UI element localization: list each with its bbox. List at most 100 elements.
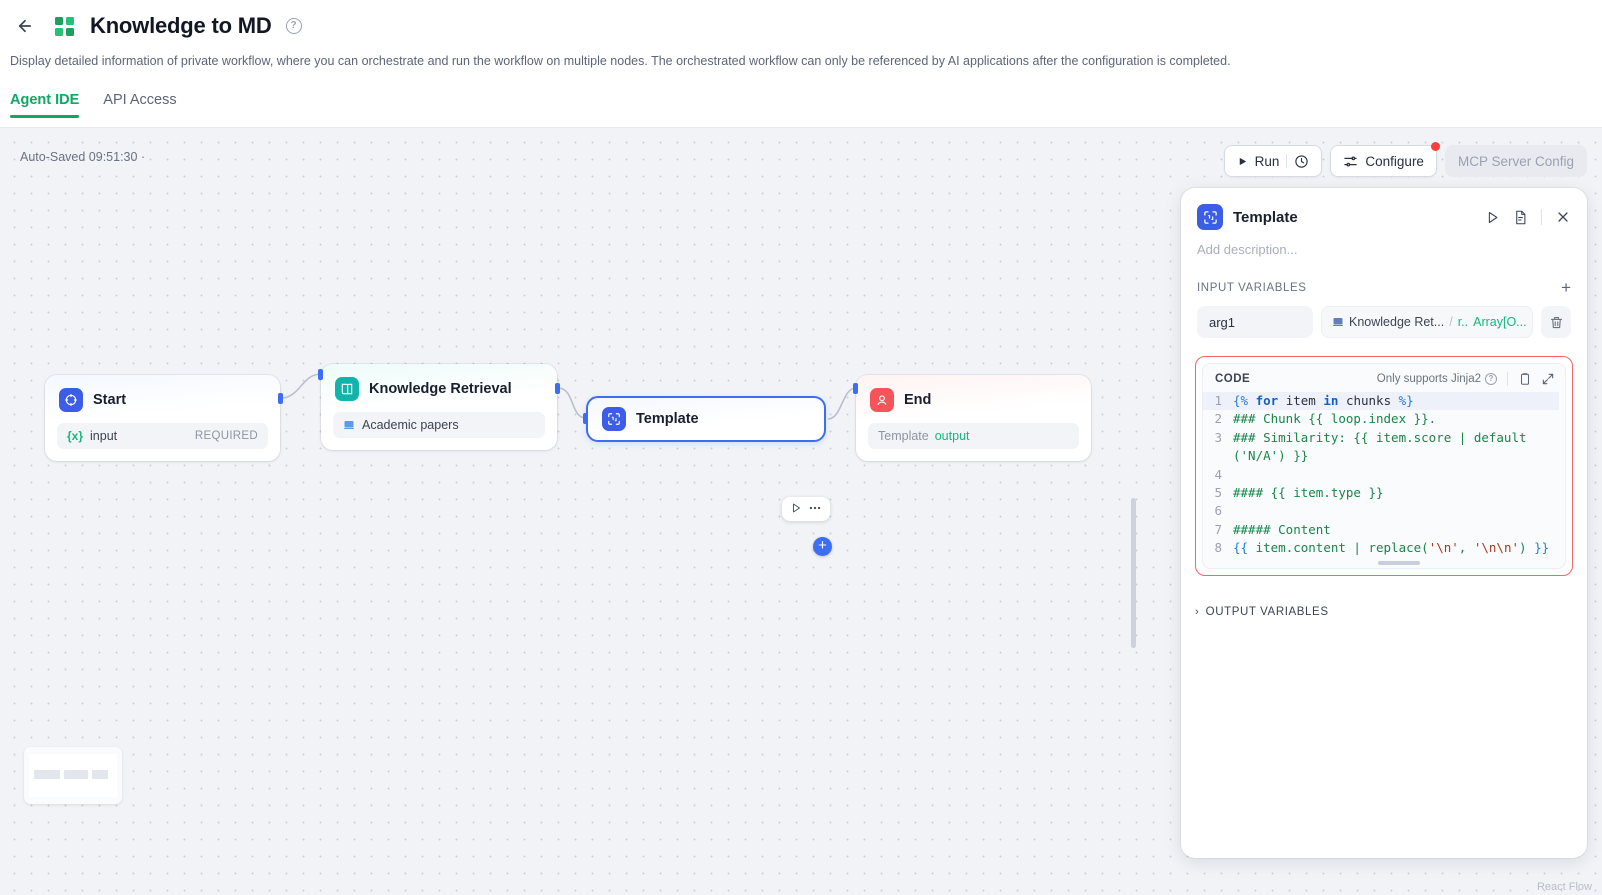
input-variables-label: INPUT VARIABLES bbox=[1197, 281, 1307, 294]
copy-icon[interactable] bbox=[1518, 372, 1532, 386]
input-variable-row: arg1 Knowledge Ret... / r.. Array[O... bbox=[1181, 296, 1587, 338]
field-label: Academic papers bbox=[362, 418, 459, 432]
book-icon bbox=[1332, 316, 1344, 328]
port-end-input[interactable] bbox=[853, 383, 858, 394]
node-header: Template bbox=[588, 398, 824, 440]
configure-button[interactable]: Configure bbox=[1330, 142, 1440, 177]
minimap-node bbox=[34, 770, 60, 779]
code-editor-header: CODE Only supports Jinja2 ? bbox=[1203, 364, 1565, 392]
run-history-clock-icon[interactable] bbox=[1294, 154, 1309, 169]
required-badge: REQUIRED bbox=[194, 430, 258, 442]
header-divider bbox=[0, 127, 1602, 128]
line-text: ##### Content bbox=[1233, 521, 1331, 537]
tab-api-access[interactable]: API Access bbox=[103, 92, 177, 108]
code-line: 7 ##### Content bbox=[1203, 521, 1559, 539]
template-code-icon bbox=[602, 407, 626, 431]
port-start-output[interactable] bbox=[278, 393, 283, 404]
expand-diagonal-icon[interactable] bbox=[1541, 372, 1555, 386]
react-flow-watermark: React Flow bbox=[1536, 881, 1592, 893]
run-button[interactable]: Run bbox=[1223, 145, 1323, 177]
input-variable-name-field[interactable]: arg1 bbox=[1197, 306, 1313, 338]
divider bbox=[1541, 209, 1542, 225]
code-editor-body[interactable]: 1 {% for item in chunks %} 2 ### Chunk {… bbox=[1203, 392, 1565, 568]
line-number bbox=[1203, 447, 1233, 465]
field-label: input bbox=[90, 429, 118, 443]
code-editor[interactable]: CODE Only supports Jinja2 ? 1 bbox=[1202, 363, 1566, 569]
document-icon[interactable] bbox=[1513, 210, 1528, 225]
close-x-icon[interactable] bbox=[1555, 209, 1571, 225]
line-text: ('N/A') }} bbox=[1233, 448, 1309, 464]
play-icon bbox=[1237, 156, 1248, 167]
line-text: ### Chunk {{ loop.index }}. bbox=[1233, 411, 1437, 427]
question-circle-icon[interactable]: ? bbox=[285, 18, 302, 34]
node-field-output[interactable]: Template output bbox=[868, 423, 1079, 449]
code-line: 5 #### {{ item.type }} bbox=[1203, 484, 1559, 502]
template-code-icon bbox=[1197, 204, 1223, 230]
app-grid-logo bbox=[52, 13, 78, 39]
panel-header: Template bbox=[1181, 188, 1587, 230]
variable-source: Knowledge Ret... bbox=[1349, 315, 1445, 329]
input-variables-header: INPUT VARIABLES + bbox=[1181, 257, 1587, 296]
code-note: Only supports Jinja2 ? bbox=[1377, 373, 1497, 385]
line-number: 1 bbox=[1214, 393, 1222, 408]
code-label: CODE bbox=[1215, 373, 1251, 385]
node-header: Start bbox=[45, 375, 280, 423]
panel-title: Template bbox=[1233, 208, 1298, 226]
canvas-minimap[interactable] bbox=[24, 747, 122, 804]
code-line: 6 bbox=[1203, 502, 1559, 520]
play-outline-icon[interactable] bbox=[790, 502, 802, 516]
page-description: Display detailed information of private … bbox=[10, 54, 1231, 68]
node-title: Template bbox=[636, 411, 699, 427]
node-title: Start bbox=[93, 392, 127, 408]
line-text: ### Similarity: {{ item.score | default bbox=[1233, 429, 1527, 445]
port-knowledge-input[interactable] bbox=[318, 369, 323, 380]
more-dots-icon[interactable] bbox=[808, 501, 822, 517]
node-body: {x} input REQUIRED bbox=[45, 423, 280, 461]
trash-icon[interactable] bbox=[1541, 306, 1571, 338]
node-title: End bbox=[904, 392, 932, 408]
canvas-vertical-scrollbar[interactable] bbox=[1131, 498, 1136, 648]
port-template-input[interactable] bbox=[583, 413, 588, 424]
main-tabs: Agent IDE API Access bbox=[0, 70, 1602, 118]
variable-name: arg1 bbox=[1209, 314, 1236, 330]
book-small-icon bbox=[343, 419, 355, 431]
code-line: 8 {{ item.content | replace('\n', '\n\n'… bbox=[1203, 539, 1559, 557]
mcp-label: MCP Server Config bbox=[1457, 153, 1574, 169]
output-variables-header[interactable]: › OUTPUT VARIABLES bbox=[1181, 576, 1587, 618]
divider bbox=[1507, 372, 1508, 386]
workflow-node-knowledge-retrieval[interactable]: Knowledge Retrieval Academic papers bbox=[321, 364, 557, 450]
header-title-row: Knowledge to MD ? bbox=[0, 0, 1602, 42]
back-button[interactable] bbox=[10, 11, 40, 41]
tab-agent-ide[interactable]: Agent IDE bbox=[10, 92, 80, 118]
panel-description-input[interactable]: Add description... bbox=[1197, 242, 1298, 257]
add-next-node-button[interactable]: + bbox=[813, 537, 832, 556]
variable-x-icon: {x} bbox=[67, 429, 84, 443]
node-field-knowledge-base[interactable]: Academic papers bbox=[333, 412, 545, 438]
node-hover-toolbar[interactable] bbox=[782, 497, 830, 521]
play-outline-icon[interactable] bbox=[1485, 210, 1500, 225]
panel-header-actions bbox=[1485, 209, 1571, 225]
question-circle-icon[interactable]: ? bbox=[1485, 373, 1497, 385]
workflow-node-template[interactable]: Template bbox=[586, 396, 826, 442]
line-number: 3 bbox=[1214, 429, 1222, 445]
workflow-node-end[interactable]: End Template output bbox=[856, 375, 1091, 461]
path-separator: / bbox=[1449, 315, 1453, 329]
workflow-node-start[interactable]: Start {x} input REQUIRED bbox=[45, 375, 280, 461]
run-label: Run bbox=[1254, 153, 1280, 169]
chevron-right-icon: › bbox=[1195, 606, 1199, 618]
minimap-node bbox=[64, 770, 88, 779]
input-variable-source-field[interactable]: Knowledge Ret... / r.. Array[O... bbox=[1321, 306, 1533, 338]
plus-icon[interactable]: + bbox=[1561, 278, 1571, 297]
minimap-node bbox=[92, 770, 108, 779]
code-horizontal-scrollbar[interactable] bbox=[1378, 561, 1420, 565]
end-pin-icon bbox=[870, 388, 894, 412]
node-body: Academic papers bbox=[321, 412, 557, 450]
configure-label: Configure bbox=[1365, 153, 1424, 169]
code-line: 3 ### Similarity: {{ item.score | defaul… bbox=[1203, 429, 1559, 447]
line-number: 4 bbox=[1214, 466, 1222, 482]
output-value-label: output bbox=[934, 429, 970, 443]
node-field-input[interactable]: {x} input REQUIRED bbox=[57, 423, 268, 449]
line-number: 5 bbox=[1214, 485, 1222, 501]
port-knowledge-output[interactable] bbox=[555, 383, 560, 394]
autosave-status: Auto-Saved 09:51:30 · bbox=[20, 150, 146, 164]
